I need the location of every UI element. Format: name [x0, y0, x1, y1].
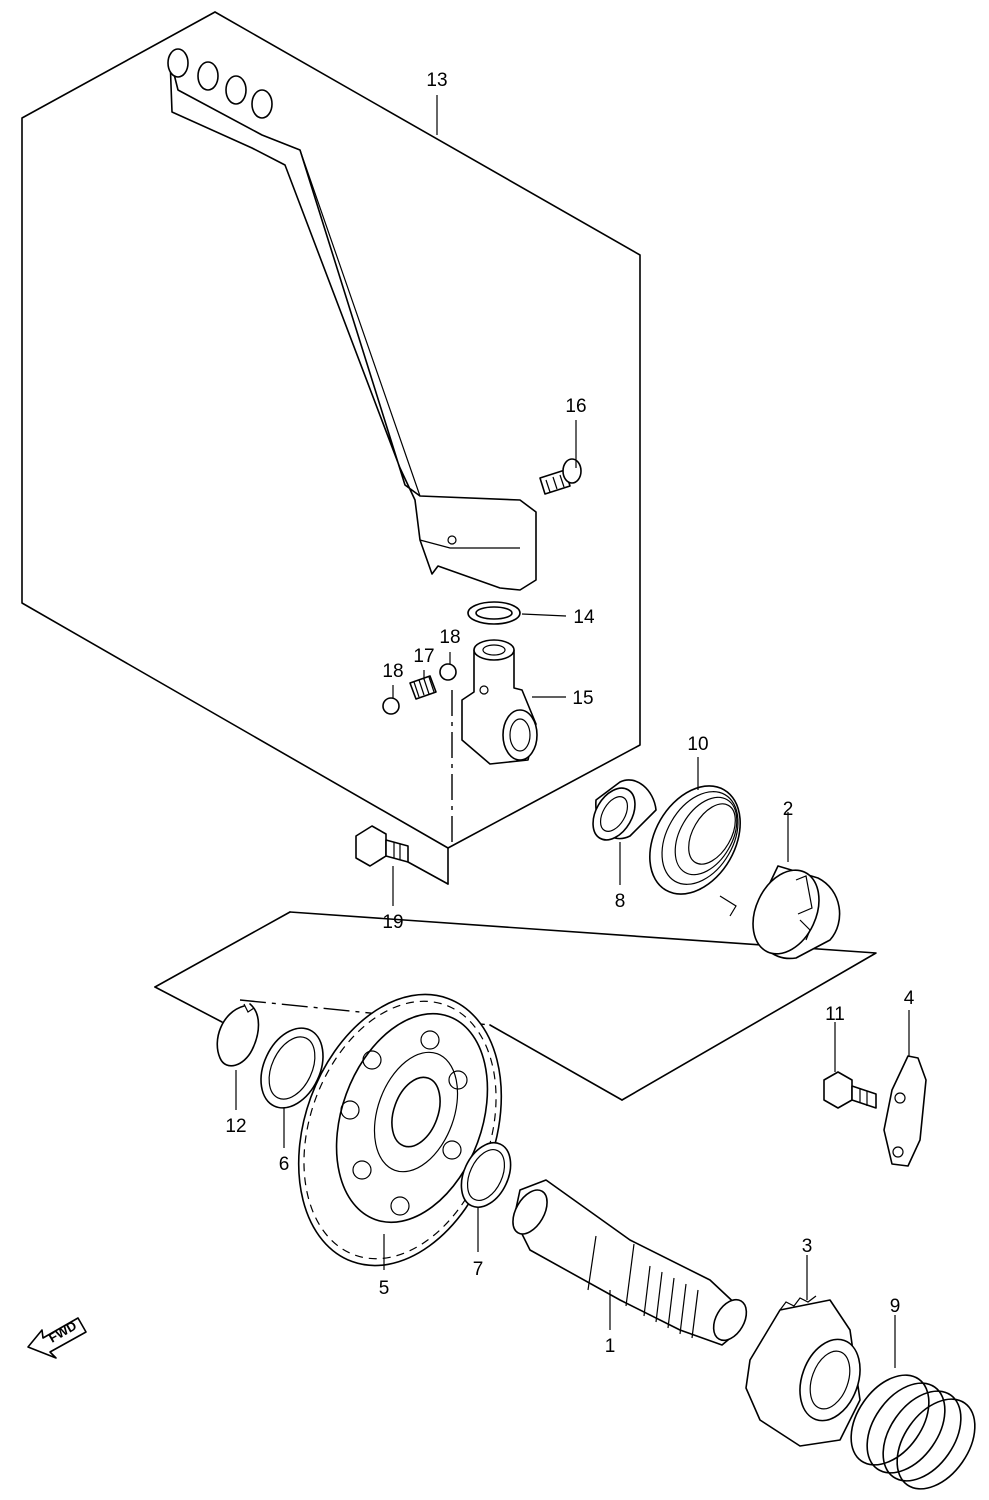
- part-label-6: 6: [279, 1154, 290, 1175]
- oil-seal: [592, 779, 657, 841]
- spring-guide: [752, 865, 841, 960]
- forward-arrow-icon: FWD: [27, 1317, 87, 1359]
- part-label-12: 12: [225, 1116, 246, 1137]
- part-label-5: 5: [379, 1278, 390, 1299]
- part-labels: 13 16 14 18 17 18 15 10 2 8 19 4 11 12 6…: [225, 70, 914, 1357]
- part-label-15: 15: [572, 688, 593, 709]
- kick-gear: [297, 993, 503, 1267]
- part-label-19: 19: [382, 912, 403, 933]
- part-label-2: 2: [783, 799, 794, 820]
- part-label-18-right: 18: [439, 627, 460, 648]
- stopper-plate: [883, 1055, 927, 1167]
- circlip: [216, 1003, 260, 1067]
- part-label-10: 10: [687, 734, 708, 755]
- detent-ball-left: [382, 697, 400, 715]
- ratchet: [745, 1295, 861, 1447]
- lever-bolt: [539, 458, 582, 495]
- kick-boss: [461, 639, 538, 765]
- part-label-18-left: 18: [382, 661, 403, 682]
- part-label-1: 1: [605, 1336, 616, 1357]
- detent-ball-right: [439, 663, 457, 681]
- gear-washer: [260, 1027, 324, 1109]
- detent-spring: [409, 675, 437, 700]
- part-label-17: 17: [413, 646, 434, 667]
- shaft-washer: [460, 1142, 512, 1208]
- part-label-4: 4: [904, 988, 915, 1009]
- part-label-8: 8: [615, 891, 626, 912]
- return-spring: [649, 785, 741, 917]
- shaft-group-outline: [154, 911, 877, 1101]
- part-label-13: 13: [426, 70, 447, 91]
- kick-shaft: [512, 1179, 748, 1346]
- part-label-7: 7: [473, 1259, 484, 1280]
- leader-lines: [235, 95, 910, 1368]
- part-label-14: 14: [573, 607, 595, 628]
- centerline-dashes: [239, 690, 491, 1026]
- flange-bolt: [355, 825, 409, 867]
- ratchet-spring: [850, 1374, 976, 1490]
- kick-lever: [167, 48, 537, 591]
- part-label-9: 9: [890, 1296, 901, 1317]
- kick-lever-group-outline: [21, 11, 641, 885]
- part-label-11: 11: [825, 1004, 845, 1025]
- part-label-16: 16: [565, 396, 586, 417]
- lever-washer: [467, 601, 521, 625]
- stopper-bolt: [823, 1071, 877, 1109]
- part-label-3: 3: [802, 1236, 813, 1257]
